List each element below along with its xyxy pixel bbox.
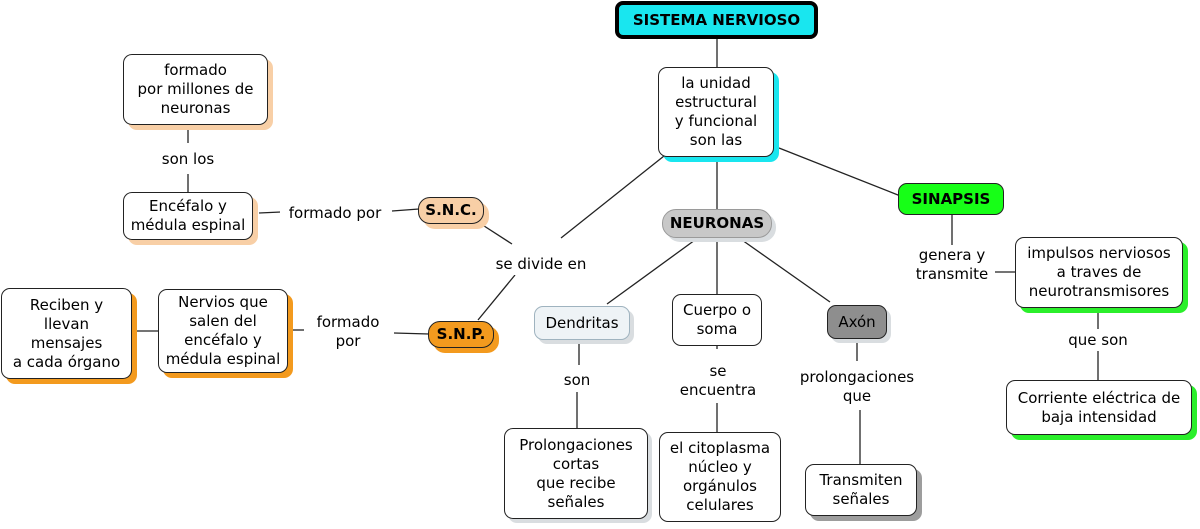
label-genera-transmite: genera y transmite [910, 245, 994, 285]
link-snc-formadopor [391, 208, 420, 212]
label-se-divide-en: se divide en [487, 253, 595, 275]
node-cuerpo-soma[interactable]: Cuerpo o soma [672, 294, 762, 346]
node-encefalo-medula[interactable]: Encéfalo y médula espinal [123, 192, 253, 240]
label-son: son [552, 369, 602, 391]
label-formado-por-snc: formado por [280, 202, 390, 224]
link-neuronas-axon [741, 239, 831, 303]
link-sedivide-snp [477, 274, 516, 321]
node-transmiten-senales[interactable]: Transmiten señales [805, 464, 917, 516]
node-prolongaciones-cortas[interactable]: Prolongaciones cortas que recibe señales [504, 428, 648, 519]
link-neuronas-dendritas [606, 239, 696, 305]
link-formadopor-encefalo [258, 211, 282, 214]
node-sistema-nervioso[interactable]: SISTEMA NERVIOSO [615, 1, 818, 39]
link-snp-formadopor [393, 332, 430, 335]
link-unidad-sedivide [560, 155, 665, 239]
label-son-los: son los [150, 148, 226, 170]
node-snp[interactable]: S.N.P. [428, 321, 494, 348]
node-dendritas[interactable]: Dendritas [534, 306, 630, 340]
link-unidad-sinapsis [778, 147, 904, 198]
node-corriente-electrica[interactable]: Corriente eléctrica de baja intensidad [1006, 380, 1192, 435]
label-prolongaciones-que: prolongaciones que [794, 367, 920, 407]
node-impulsos-nerviosos[interactable]: impulsos nerviosos a traves de neurotran… [1015, 237, 1183, 308]
label-se-encuentra: se encuentra [675, 361, 761, 401]
node-formado-millones[interactable]: formado por millones de neuronas [123, 54, 268, 125]
node-nervios[interactable]: Nervios que salen del encéfalo y médula … [158, 289, 288, 373]
node-unidad-estructural[interactable]: la unidad estructural y funcional son la… [658, 67, 774, 157]
node-citoplasma[interactable]: el citoplasma núcleo y orgánulos celular… [659, 432, 781, 522]
node-sinapsis[interactable]: SINAPSIS [898, 183, 1004, 215]
label-formado-por-snp: formado por [305, 312, 391, 352]
node-neuronas[interactable]: NEURONAS [662, 209, 772, 238]
node-snc[interactable]: S.N.C. [418, 197, 484, 224]
node-reciben[interactable]: Reciben y llevan mensajes a cada órgano [1, 288, 132, 379]
link-sedivide-snc [480, 223, 513, 245]
label-que-son: que son [1060, 329, 1136, 351]
node-axon[interactable]: Axón [827, 305, 887, 339]
